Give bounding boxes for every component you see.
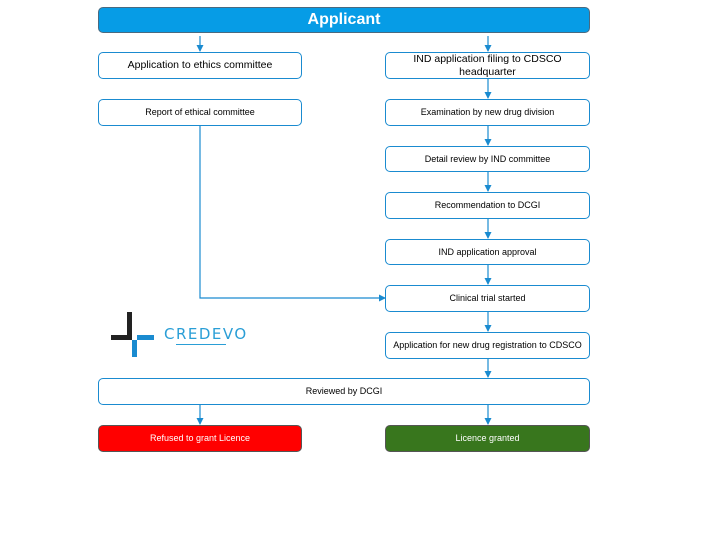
credevo-logo-text: CREDEVO [164, 325, 248, 343]
licence-refused-box: Refused to grant Licence [98, 425, 302, 452]
detail-review-box: Detail review by IND committee [385, 146, 590, 172]
dcgi-review-box: Reviewed by DCGI [98, 378, 590, 405]
logo-underline [176, 344, 226, 345]
applicant-box: Applicant [98, 7, 590, 33]
clinical-trial-box: Clinical trial started [385, 285, 590, 312]
licence-granted-box: Licence granted [385, 425, 590, 452]
credevo-logo-mark-icon [111, 312, 154, 357]
ethics-application-box: Application to ethics committee [98, 52, 302, 79]
registration-box: Application for new drug registration to… [385, 332, 590, 359]
examination-box: Examination by new drug division [385, 99, 590, 126]
recommendation-box: Recommendation to DCGI [385, 192, 590, 219]
ind-filing-box: IND application filing to CDSCO headquar… [385, 52, 590, 79]
connector-ethics-report-to-clinical-trial [199, 126, 386, 302]
ind-approval-box: IND application approval [385, 239, 590, 265]
ethics-report-box: Report of ethical committee [98, 99, 302, 126]
